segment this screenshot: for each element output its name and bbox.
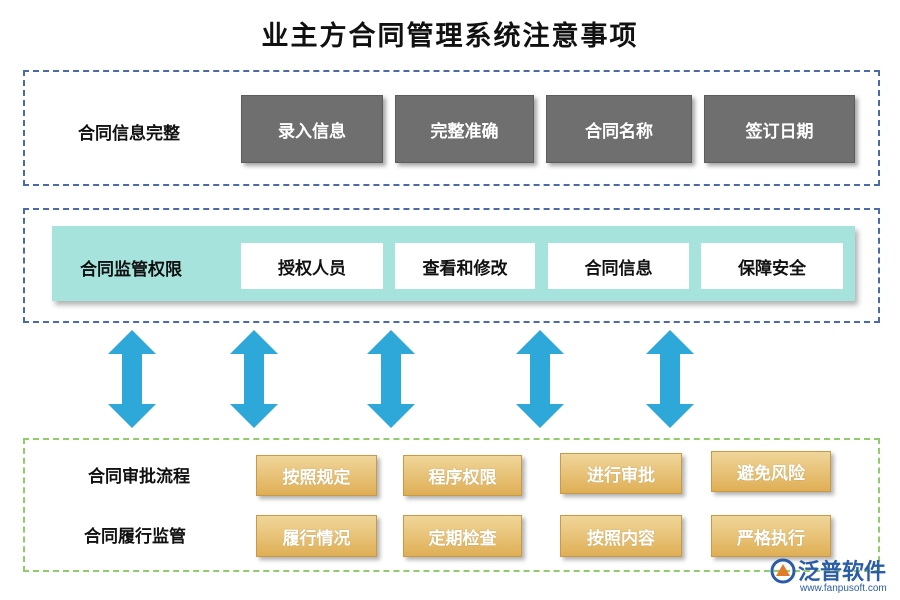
section-supervision-permission	[23, 208, 880, 323]
section-approval-performance	[23, 438, 880, 572]
double-arrow-1	[108, 330, 156, 428]
brand-logo: 泛普软件 www.fanpusoft.com	[770, 552, 894, 598]
diagram-title: 业主方合同管理系统注意事项	[261, 21, 639, 52]
info-box-complete-accurate: 完整准确	[395, 95, 534, 163]
double-arrow-5	[646, 330, 694, 428]
performance-box-strict-execution: 严格执行	[711, 515, 831, 557]
info-box-enter-info: 录入信息	[241, 95, 383, 163]
approval-process-label: 合同审批流程	[88, 467, 190, 487]
section-contract-info	[23, 70, 880, 186]
permission-box-authorized-staff: 授权人员	[241, 243, 383, 289]
brand-mark-icon	[770, 558, 796, 584]
approval-box-conduct-approval: 进行审批	[560, 453, 682, 494]
approval-box-procedure-authority: 程序权限	[403, 455, 522, 496]
brand-name: 泛普软件	[798, 560, 887, 585]
info-box-contract-name: 合同名称	[546, 95, 692, 163]
approval-box-by-rules: 按照规定	[256, 455, 377, 496]
section-contract-info-label: 合同信息完整	[78, 124, 180, 144]
double-arrow-4	[516, 330, 564, 428]
performance-box-periodic-check: 定期检查	[403, 515, 522, 557]
permission-box-ensure-security: 保障安全	[701, 243, 843, 289]
double-arrow-3	[367, 330, 415, 428]
performance-box-status: 履行情况	[256, 515, 377, 557]
info-box-signing-date: 签订日期	[704, 95, 855, 163]
permission-box-view-modify: 查看和修改	[395, 243, 535, 289]
brand-url: www.fanpusoft.com	[800, 583, 887, 594]
approval-box-avoid-risk: 避免风险	[711, 451, 831, 492]
section-supervision-label: 合同监管权限	[80, 260, 182, 280]
performance-box-by-content: 按照内容	[560, 515, 682, 557]
permission-box-contract-info: 合同信息	[548, 243, 689, 289]
double-arrow-2	[230, 330, 278, 428]
performance-supervision-label: 合同履行监管	[84, 527, 186, 547]
